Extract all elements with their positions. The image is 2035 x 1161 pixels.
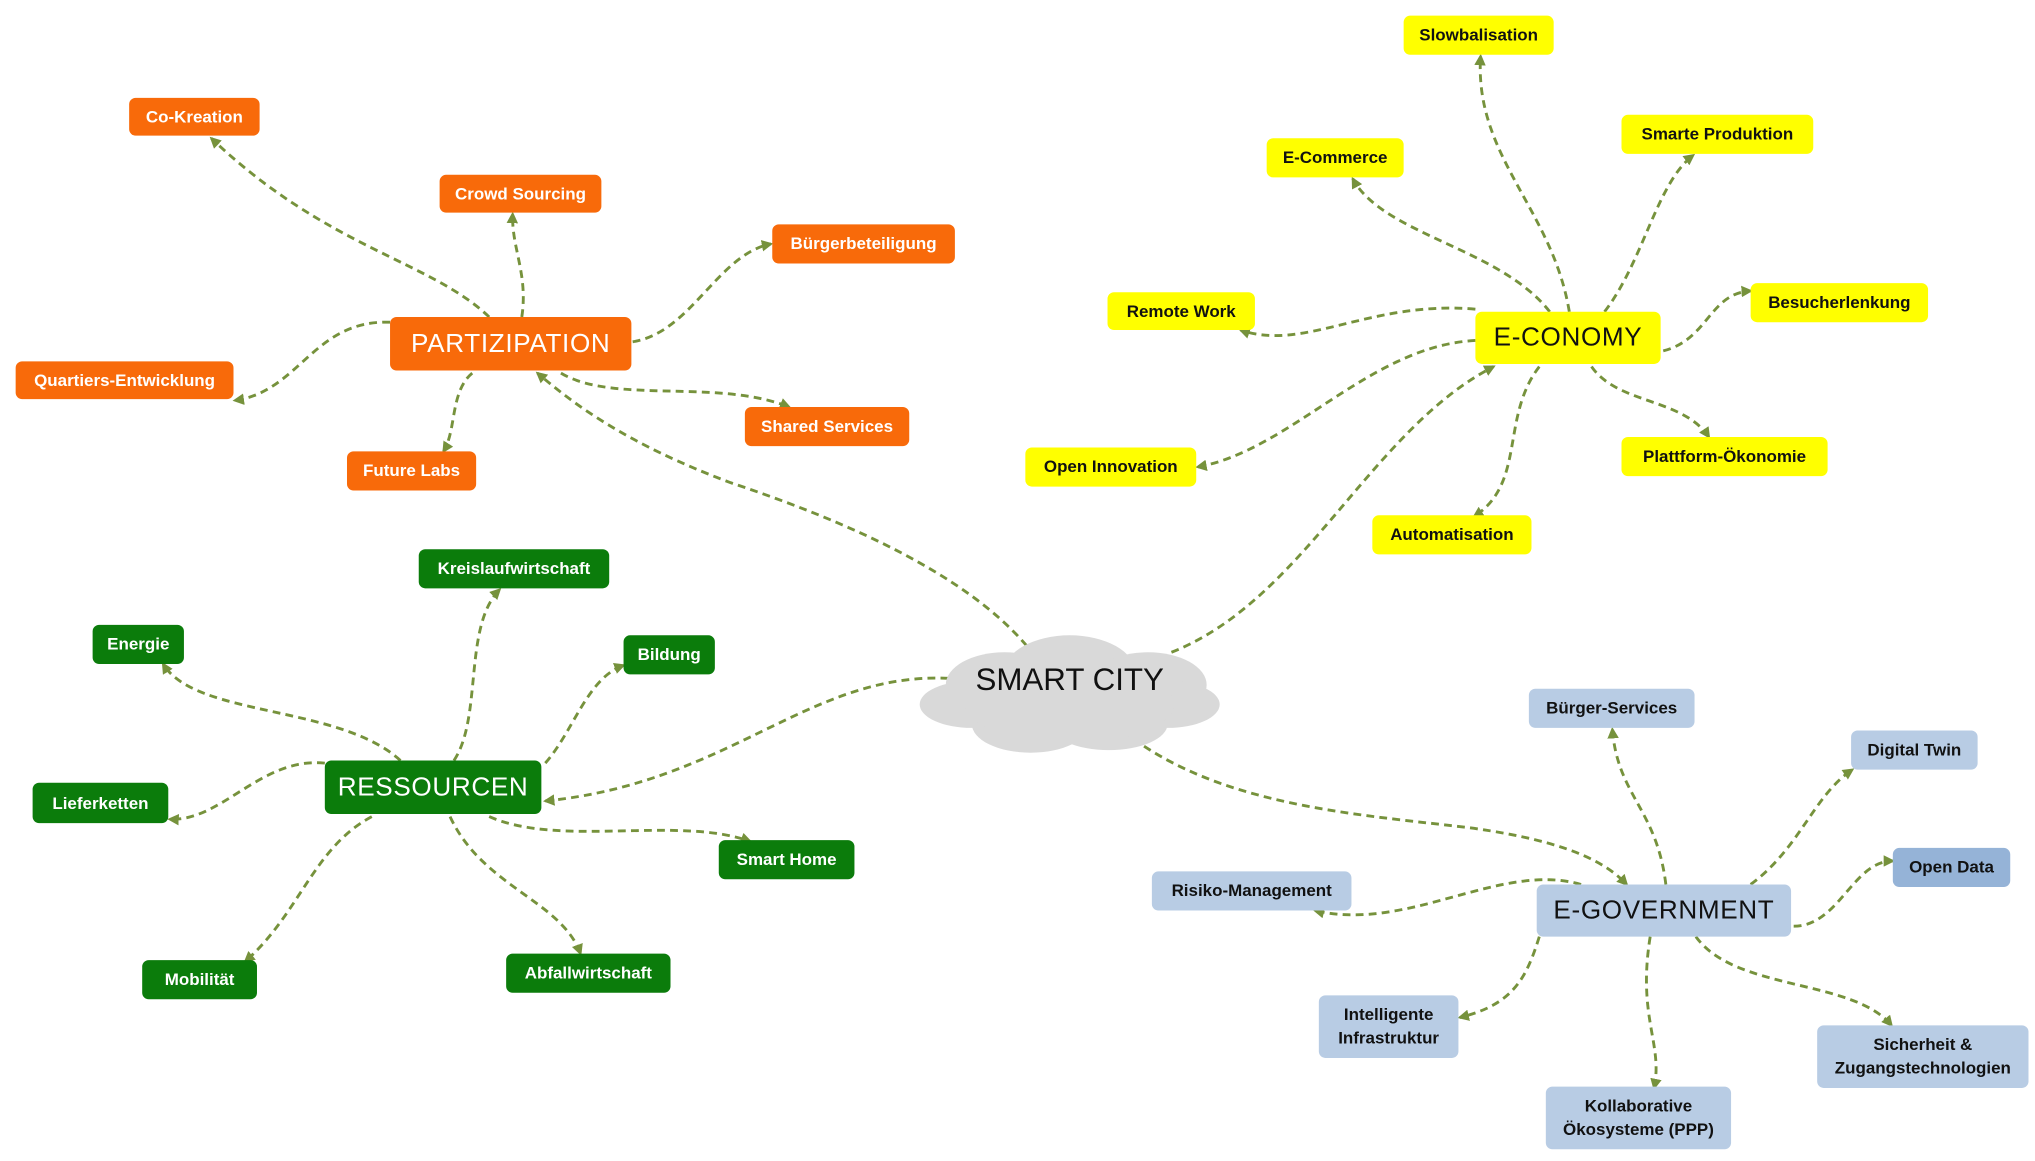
cloud-shape	[919, 635, 1220, 753]
node-e-government[interactable]: E-GOVERNMENT	[1536, 884, 1792, 937]
edge	[1603, 153, 1696, 313]
center-node-smart-city[interactable]: SMART CITY	[975, 662, 1164, 698]
node-co-kreation[interactable]: Co-Kreation	[129, 97, 260, 136]
node-slowbalisation[interactable]: Slowbalisation	[1403, 15, 1554, 55]
node-energie[interactable]: Energie	[92, 624, 184, 664]
edge	[243, 815, 373, 963]
node-ressourcen[interactable]: RESSOURCEN	[324, 760, 542, 815]
node-abfallwirtschaft[interactable]: Abfallwirtschaft	[506, 953, 671, 993]
edge	[209, 136, 491, 319]
node-besucherlenkung[interactable]: Besucherlenkung	[1750, 283, 1929, 323]
node-quartiers-entwicklung[interactable]: Quartiers-Entwicklung	[15, 361, 234, 400]
edge	[544, 662, 626, 765]
node-partizipation[interactable]: PARTIZIPATION	[390, 316, 632, 371]
node-shared-services[interactable]: Shared Services	[744, 407, 910, 447]
edge	[448, 816, 583, 956]
node-intelligente-infrastruktur[interactable]: Intelligente Infrastruktur	[1318, 995, 1459, 1058]
node-buerger-services[interactable]: Bürger-Services	[1528, 688, 1695, 728]
node-future-labs[interactable]: Future Labs	[346, 451, 477, 491]
node-plattform-oekonomie[interactable]: Plattform-Ökonomie	[1621, 437, 1828, 477]
edge	[161, 662, 402, 762]
edge	[1590, 365, 1711, 439]
node-open-innovation[interactable]: Open Innovation	[1025, 447, 1197, 487]
edge	[506, 211, 525, 318]
edge	[1694, 935, 1893, 1028]
edge	[1645, 936, 1662, 1091]
edge-center-egov	[1143, 744, 1629, 887]
node-digital-twin[interactable]: Digital Twin	[1851, 730, 1978, 770]
edge	[1457, 936, 1541, 1021]
edge	[1474, 53, 1571, 313]
node-remote-work[interactable]: Remote Work	[1107, 292, 1255, 331]
edge	[1662, 285, 1753, 353]
node-kollaborative-oekosysteme[interactable]: Kollaborative Ökosysteme (PPP)	[1545, 1086, 1732, 1150]
edge	[1793, 855, 1896, 928]
node-crowd-sourcing[interactable]: Crowd Sourcing	[439, 174, 602, 213]
edge	[560, 371, 792, 409]
edge	[1607, 726, 1668, 885]
edge	[1749, 768, 1855, 886]
edge	[452, 588, 502, 762]
node-kreislaufwirtschaft[interactable]: Kreislaufwirtschaft	[418, 549, 610, 589]
node-open-data[interactable]: Open Data	[1892, 847, 2011, 888]
node-lieferketten[interactable]: Lieferketten	[32, 782, 169, 824]
edge	[1195, 339, 1476, 472]
edge	[1238, 306, 1476, 339]
edge	[1472, 365, 1541, 518]
node-economy[interactable]: E-CONOMY	[1475, 311, 1661, 364]
edge-center-ressourcen	[542, 676, 949, 806]
edge	[167, 761, 325, 826]
edge	[232, 320, 391, 405]
edge	[442, 371, 474, 454]
edge-center-partizipation	[535, 371, 1028, 647]
node-mobilitaet[interactable]: Mobilität	[142, 960, 257, 1000]
node-risiko-management[interactable]: Risiko-Management	[1151, 871, 1352, 911]
edge	[632, 240, 774, 344]
node-smart-home[interactable]: Smart Home	[718, 840, 855, 880]
node-buergerbeteiligung[interactable]: Bürgerbeteiligung	[772, 224, 955, 264]
node-sicherheit-zugangstechnologien[interactable]: Sicherheit & Zugangstechnologien	[1817, 1025, 2029, 1088]
node-e-commerce[interactable]: E-Commerce	[1266, 138, 1404, 178]
edge	[1351, 176, 1551, 313]
node-bildung[interactable]: Bildung	[623, 635, 715, 675]
edge	[488, 815, 753, 844]
node-smarte-produktion[interactable]: Smarte Produktion	[1621, 114, 1814, 154]
node-automatisation[interactable]: Automatisation	[1372, 515, 1532, 555]
edge	[1312, 878, 1582, 919]
edge-center-economy	[1170, 365, 1496, 654]
